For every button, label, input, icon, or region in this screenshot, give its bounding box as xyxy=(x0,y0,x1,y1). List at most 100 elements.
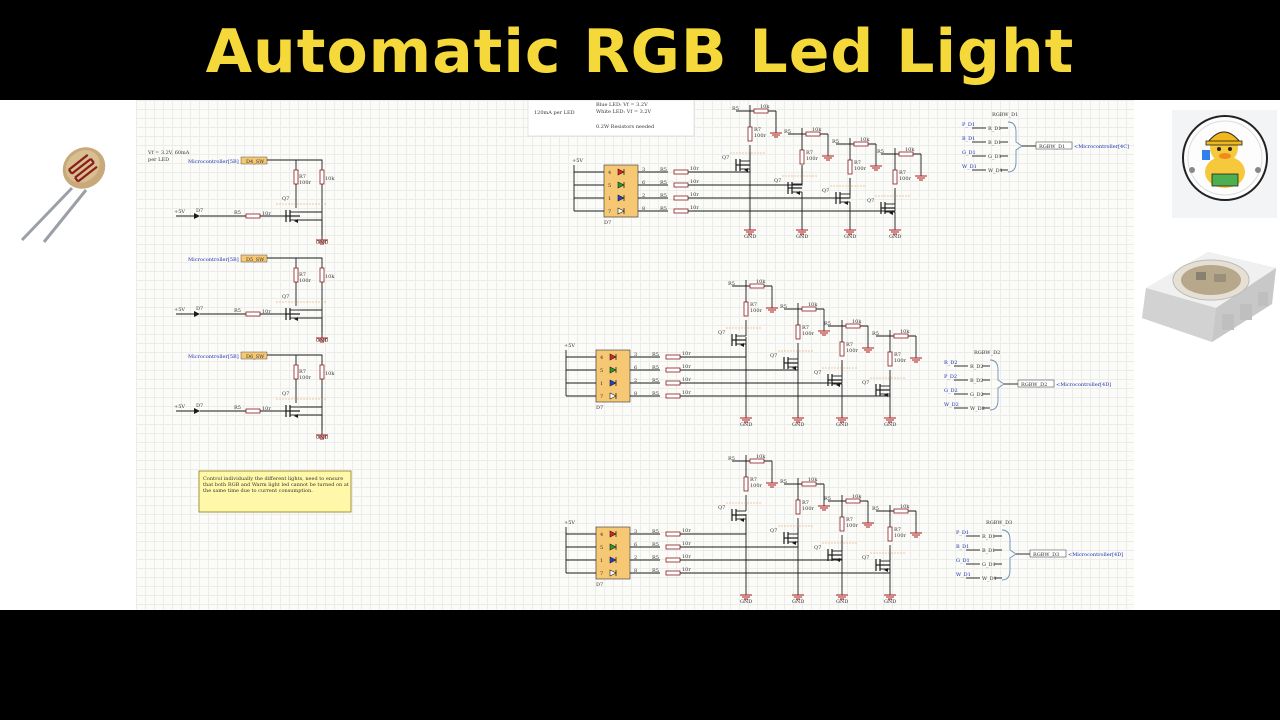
schematic-text: GND xyxy=(792,599,804,605)
led-diode xyxy=(617,194,625,202)
svg-text:that both RGB and Warm light l: that both RGB and Warm light led cannot … xyxy=(203,482,349,488)
schematic-text: 1 xyxy=(600,558,603,564)
schematic-text: R5 xyxy=(784,129,791,135)
schematic-text: Q7 xyxy=(722,155,729,161)
schematic-text: R7 xyxy=(802,500,809,506)
schematic-text: 10k xyxy=(325,371,335,377)
net-label-text: D5_SW xyxy=(246,257,265,263)
schematic-text: Q7 xyxy=(867,198,874,204)
led-diode xyxy=(609,353,617,361)
schematic-text: Q7 xyxy=(282,196,289,202)
schematic-text: R7 xyxy=(846,517,853,523)
schematic-text: 10r xyxy=(690,166,699,172)
schematic-text: 10k xyxy=(860,137,870,143)
schematic-text: 100r xyxy=(299,180,312,186)
ldr-photoresistor-icon xyxy=(14,138,114,248)
schematic-text: G_D2 xyxy=(944,388,958,394)
schematic-text: B_D1 xyxy=(956,544,969,550)
vf-note-line1: Vf = 3.2V, 60mA xyxy=(147,150,190,156)
led-diode xyxy=(617,207,625,215)
schematic-text: 10k xyxy=(808,302,818,308)
schematic-text: 100r xyxy=(899,176,912,182)
schematic-text: 8 xyxy=(634,568,637,574)
schematic-text: Q7 xyxy=(814,370,821,376)
net-label xyxy=(240,351,268,360)
resistor xyxy=(673,208,689,214)
schematic-text: R5 xyxy=(652,365,659,371)
wire xyxy=(680,553,891,574)
schematic-text: R7 xyxy=(754,127,761,133)
schematic-text: 2 xyxy=(642,193,645,199)
resistor xyxy=(893,508,909,514)
schematic-text: R5 xyxy=(872,331,879,337)
schematic-text: P_D1 xyxy=(962,122,975,128)
schematic-text: 10k xyxy=(325,274,335,280)
resistor xyxy=(673,169,689,175)
schematic-text: 100r xyxy=(754,133,767,139)
schematic-text: 100r xyxy=(894,358,907,364)
schematic-text: 10r xyxy=(262,406,271,412)
resistor xyxy=(887,526,893,542)
schematic-text: 10k xyxy=(852,319,862,325)
schematic-text: R5 xyxy=(660,180,667,186)
resistor xyxy=(245,408,261,414)
schematic-text: 7 xyxy=(608,209,611,215)
wire xyxy=(267,257,323,333)
schematic-text: 10r xyxy=(682,364,691,370)
schematic-text: 10k xyxy=(760,104,770,110)
resistor xyxy=(665,393,681,399)
wire xyxy=(680,527,799,548)
wire xyxy=(300,219,323,232)
schematic-text: 100r xyxy=(846,523,859,529)
schematic-text: R7 xyxy=(899,170,906,176)
schematic-text: 10k xyxy=(905,147,915,153)
resistor xyxy=(892,169,898,185)
resistor xyxy=(839,341,845,357)
schematic-text: 3 xyxy=(642,167,645,173)
resistor xyxy=(747,126,753,142)
schematic-text: R_D1 xyxy=(988,126,1001,132)
schematic-text: 4 xyxy=(608,170,611,176)
led-diode xyxy=(609,366,617,374)
schematic-text: R5 xyxy=(824,496,831,502)
resistor xyxy=(673,195,689,201)
svg-text:Control individually the diffe: Control individually the different light… xyxy=(203,476,343,482)
schematic-text: 10r xyxy=(690,192,699,198)
resistor xyxy=(673,182,689,188)
schematic-text: 2 xyxy=(634,378,637,384)
wire xyxy=(267,159,323,235)
mc-label: Microcontroller[5B] xyxy=(188,257,239,263)
schematic-text: RGBW_D3 xyxy=(1033,552,1059,558)
schematic-text: R5 xyxy=(732,106,739,112)
vf-note-line2: per LED xyxy=(148,157,169,163)
schematic-text: B_D1 xyxy=(988,140,1001,146)
schematic-text: 6 xyxy=(634,365,637,371)
mc-label: Microcontroller[5B] xyxy=(188,159,239,165)
schematic-text: 5 xyxy=(600,545,603,551)
schematic-text: 10r xyxy=(682,528,691,534)
net-label xyxy=(1017,379,1055,388)
wire xyxy=(680,350,799,371)
plus-5v: +5V xyxy=(174,404,185,410)
connector-block: RGBW_D3P_D1R_D1B_D1B_D1G_D1G_D1W_D1W_D1R… xyxy=(956,520,1123,582)
schematic-text: D7 xyxy=(196,208,203,214)
schematic-text: 10r xyxy=(262,309,271,315)
schematic-text: R7 xyxy=(299,174,306,180)
net-label xyxy=(240,254,268,263)
wire xyxy=(680,376,891,397)
resistor xyxy=(743,476,749,492)
schematic-text: GND xyxy=(844,234,856,240)
schematic-text: GND xyxy=(792,422,804,428)
resistor xyxy=(665,557,681,563)
schematic-text: 7 xyxy=(600,394,603,400)
schematic-text: <Microcontroller[4D] xyxy=(1056,382,1111,388)
resistor xyxy=(665,367,681,373)
resistor xyxy=(753,108,769,114)
schematic-text: 10r xyxy=(690,205,699,211)
schematic-text: B_D1 xyxy=(982,548,995,554)
schematic-text: 10r xyxy=(682,541,691,547)
schematic-text: R_D2 xyxy=(970,364,983,370)
resistor xyxy=(801,306,817,312)
schematic-text: 6 xyxy=(642,180,645,186)
svg-text:Blue LED: Vf = 3.2V: Blue LED: Vf = 3.2V xyxy=(596,102,648,108)
